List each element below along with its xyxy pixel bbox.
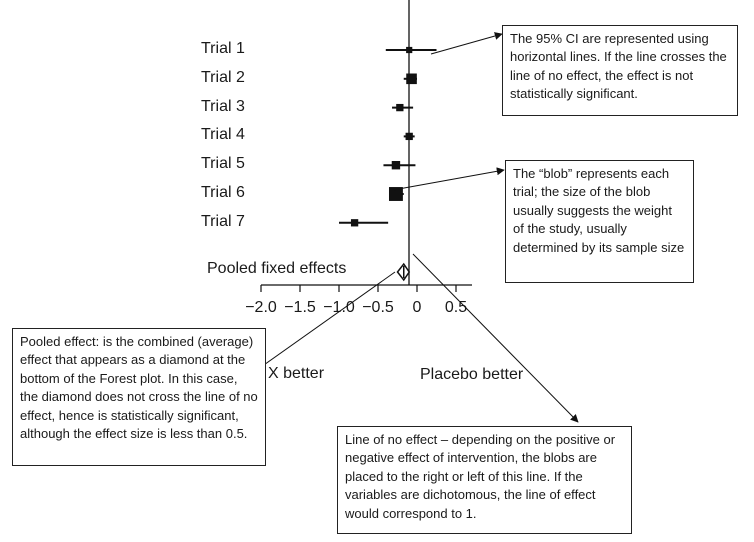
trial-label: Trial 5 bbox=[201, 155, 245, 173]
trial-label: Trial 3 bbox=[201, 97, 245, 115]
blob-note-arrow bbox=[392, 167, 505, 191]
x-tick-label: 0 bbox=[413, 299, 422, 316]
trial-blob bbox=[388, 187, 403, 201]
trial-blob bbox=[405, 132, 413, 141]
trial-blob bbox=[396, 103, 404, 112]
x-tick-label: −1.0 bbox=[323, 299, 355, 316]
trial-label: Trial 1 bbox=[201, 40, 245, 57]
ci-note-arrow bbox=[430, 32, 503, 55]
trial-blob bbox=[391, 161, 401, 170]
trial-label: Trial 6 bbox=[201, 184, 245, 201]
pooled-annotation: Pooled effect: is the combined (average)… bbox=[12, 328, 266, 466]
no-effect-annotation: Line of no effect – depending on the pos… bbox=[337, 426, 632, 534]
trial-blob bbox=[406, 73, 417, 85]
x-tick-label: −2.0 bbox=[245, 299, 277, 316]
pooled-label: Pooled fixed effects bbox=[207, 260, 347, 277]
placebo-better-label: Placebo better bbox=[420, 366, 524, 383]
x-tick-label: 0.5 bbox=[445, 299, 467, 316]
x-tick-label: −0.5 bbox=[362, 299, 394, 316]
trial-label: Trial 7 bbox=[201, 212, 245, 230]
blob-annotation: The “blob” represents each trial; the si… bbox=[505, 160, 694, 283]
ci-annotation: The 95% CI are represented using horizon… bbox=[502, 25, 738, 116]
trial-blob bbox=[406, 46, 413, 54]
no-effect-note-arrow bbox=[412, 253, 579, 423]
x-better-label: X better bbox=[268, 365, 325, 382]
x-tick-label: −1.5 bbox=[284, 299, 316, 316]
trial-label: Trial 2 bbox=[201, 68, 245, 86]
trial-label: Trial 4 bbox=[201, 126, 245, 144]
pooled-note-arrow bbox=[253, 271, 396, 373]
trial-blob bbox=[350, 219, 359, 227]
